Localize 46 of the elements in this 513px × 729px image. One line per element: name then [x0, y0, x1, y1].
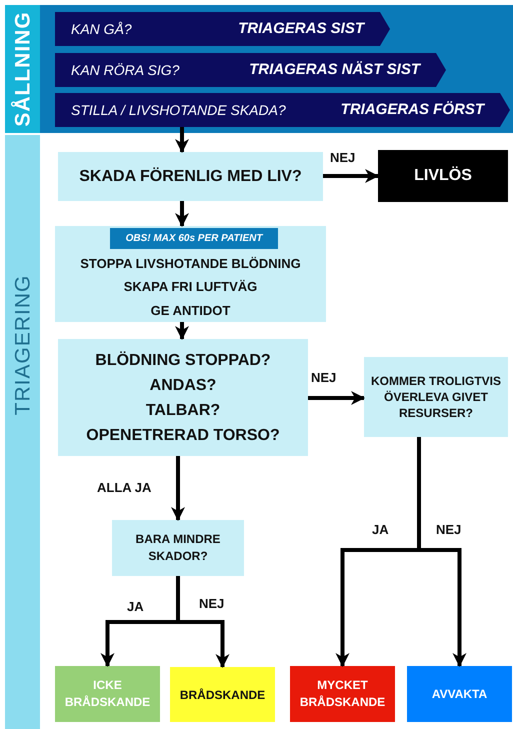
outcome-box — [407, 666, 512, 722]
outcome-box — [290, 666, 395, 722]
result-text: TRIAGERAS NÄST SIST — [249, 60, 420, 80]
box-text: MYCKET BRÅDSKANDE — [298, 677, 386, 711]
box-text: SKADA FÖRENLIG MED LIV? — [79, 166, 302, 186]
question-box — [58, 152, 323, 201]
box-text: ICKE BRÅDSKANDE — [64, 677, 152, 711]
action-box — [55, 226, 326, 322]
box-text: AVVAKTA — [432, 686, 488, 703]
arrow — [308, 391, 365, 405]
box-text: GE ANTIDOT — [150, 302, 230, 320]
screening-section — [5, 5, 513, 133]
box-text: STOPPA LIVSHOTANDE BLÖDNING — [80, 254, 301, 273]
ribbon-banner — [55, 53, 446, 87]
box-text: SKAPA FRI LUFTVÄG — [124, 278, 258, 296]
outcome-box — [55, 666, 160, 722]
arrow — [175, 201, 189, 227]
triage-section — [5, 135, 513, 729]
question-box — [364, 357, 508, 437]
ribbon-banner — [55, 12, 390, 46]
box-text: BLÖDNING STOPPAD? — [95, 350, 271, 370]
box-text: KOMMER TROLIGTVIS ÖVERLEVA GIVET RESURSER? — [370, 373, 502, 421]
arrow — [323, 169, 379, 183]
section-heading: SÅLLNING — [10, 11, 35, 127]
result-text: TRIAGERAS SIST — [238, 18, 364, 39]
note-tab — [110, 228, 278, 249]
result-text: TRIAGERAS FÖRST — [340, 100, 484, 120]
box-text: OBS! MAX 60s PER PATIENT — [126, 232, 262, 246]
question-text: KAN RÖRA SIG? — [71, 60, 180, 80]
arrow — [175, 322, 189, 340]
question-text: STILLA / LIVSHOTANDE SKADA? — [71, 100, 286, 120]
box-text: OPENETRERAD TORSO? — [86, 426, 280, 446]
arrow — [175, 127, 189, 153]
outcome-box — [170, 667, 275, 722]
arrow — [171, 456, 185, 521]
box-text: LIVLÖS — [414, 165, 472, 186]
question-text: KAN GÅ? — [71, 20, 132, 38]
question-box — [112, 520, 244, 576]
outcome-box — [378, 150, 508, 202]
question-box — [58, 339, 308, 456]
section-heading: TRIAGERING — [10, 274, 35, 416]
ribbon-banner — [55, 93, 510, 127]
box-text: BARA MINDRE SKADOR? — [134, 531, 222, 565]
box-text: ANDAS? — [150, 376, 216, 396]
box-text: TALBAR? — [146, 400, 220, 420]
box-text: BRÅDSKANDE — [180, 686, 266, 704]
